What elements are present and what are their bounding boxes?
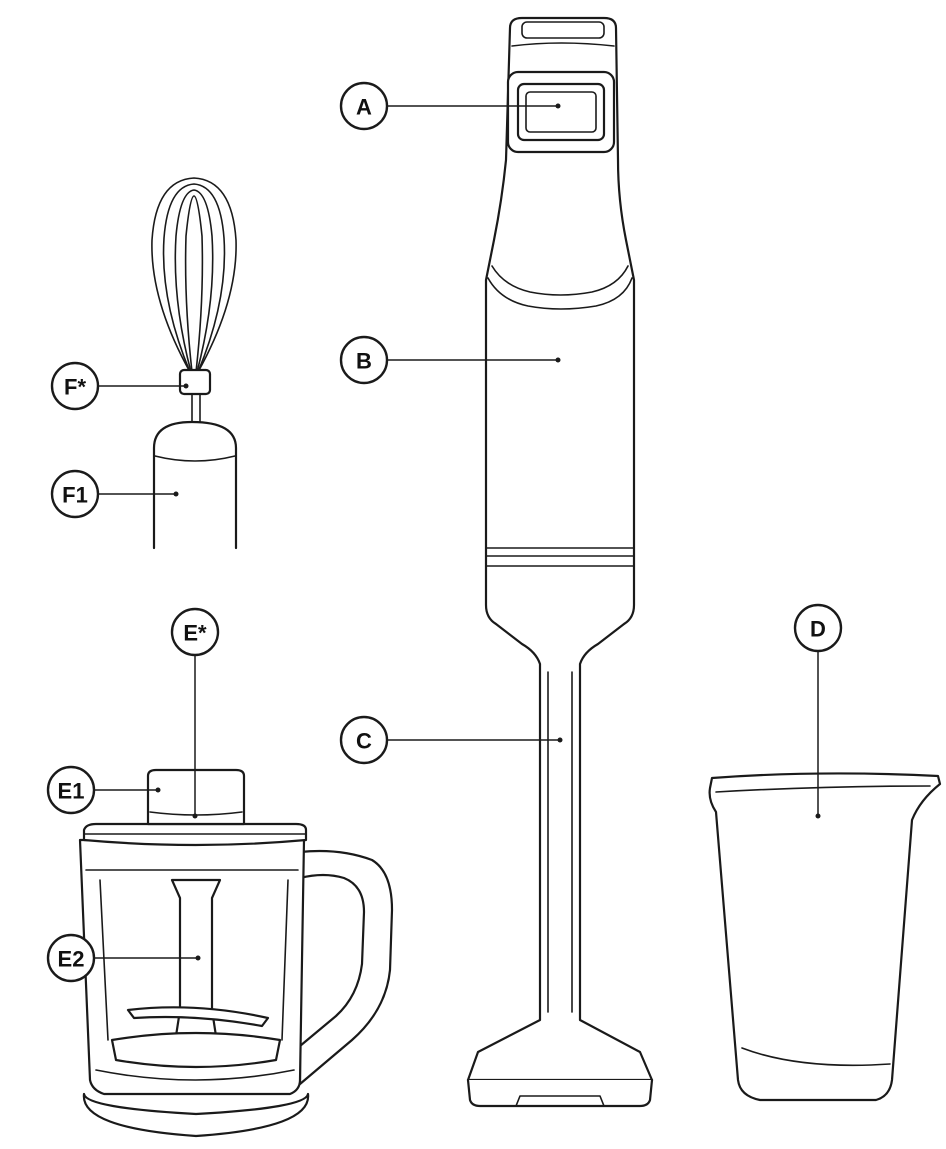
leader-lines [94, 103, 821, 961]
grip-top-edge [487, 277, 633, 310]
callout-b: B [339, 335, 389, 385]
chopper-blade [126, 1006, 270, 1028]
leader-e1-dot [155, 787, 161, 793]
leader-c-dot [557, 737, 563, 743]
whisk-wire-1 [151, 177, 237, 373]
hand-blender [466, 16, 654, 1108]
leader-e2-dot [195, 955, 201, 961]
beaker-base-curve [741, 1047, 891, 1067]
callout-a-label: A [356, 95, 372, 120]
top-cap [511, 42, 615, 47]
leader-d-dot [815, 813, 821, 819]
whisk-collar [178, 368, 212, 396]
callout-d: D [793, 603, 843, 653]
whisk-gearbox-band [154, 455, 236, 462]
measuring-beaker [708, 772, 942, 1102]
whisk-gearbox [152, 420, 238, 550]
whisk-wire-3 [174, 189, 214, 373]
callout-e1-circle [46, 765, 96, 815]
callout-c-circle [339, 715, 389, 765]
callout-e2-circle [46, 933, 96, 983]
whisk-attachment [151, 177, 238, 550]
callout-e2-label: E2 [58, 947, 85, 972]
callout-d-circle [793, 603, 843, 653]
grip-top-edge-inner [491, 265, 629, 296]
callout-f1: F1 [50, 469, 100, 519]
chopper-base-line [95, 1069, 295, 1081]
callout-e2: E2 [46, 933, 96, 983]
chopper-blade-disk [110, 1031, 282, 1069]
callout-a-circle [339, 81, 389, 131]
callout-f-star: F* [50, 361, 100, 411]
callout-e-star-circle [170, 607, 220, 657]
callout-e-star: E* [170, 607, 220, 657]
whisk-wire-4 [184, 195, 204, 373]
callout-b-circle [339, 335, 389, 385]
callout-f-star-circle [50, 361, 100, 411]
callout-c: C [339, 715, 389, 765]
blade-guard-notch [515, 1095, 605, 1107]
leader-f-star-dot [183, 383, 189, 389]
leader-f1-dot [173, 491, 179, 497]
speed-button [516, 82, 606, 142]
chopper-attachment [78, 768, 394, 1138]
callout-c-label: C [356, 729, 372, 754]
callout-f1-label: F1 [62, 483, 88, 508]
beaker-body [708, 772, 942, 1102]
leader-e-star-dot [192, 813, 198, 819]
chopper-handle [298, 849, 394, 1086]
callout-f1-circle [50, 469, 100, 519]
speed-button-inner [525, 91, 597, 133]
beaker-rim-inner [715, 785, 931, 793]
motor-unit [466, 16, 654, 1082]
callout-a: A [339, 81, 389, 131]
callout-e1: E1 [46, 765, 96, 815]
callout-d-label: D [810, 617, 826, 642]
whisk-wire-2 [162, 183, 226, 373]
blade-guard [466, 1078, 654, 1108]
chopper-gearbox [146, 768, 246, 826]
callout-e-star-label: E* [183, 621, 207, 646]
top-cap-ring [521, 21, 605, 39]
callout-f-star-label: F* [64, 375, 86, 400]
chopper-base [82, 1092, 310, 1138]
chopper-bowl-shoulder-right [281, 879, 289, 1041]
leader-b-dot [555, 357, 561, 363]
callout-b-label: B [356, 349, 372, 374]
chopper-bowl-shoulder [99, 879, 109, 1041]
leader-a-dot [555, 103, 561, 109]
callout-e1-label: E1 [58, 779, 85, 804]
